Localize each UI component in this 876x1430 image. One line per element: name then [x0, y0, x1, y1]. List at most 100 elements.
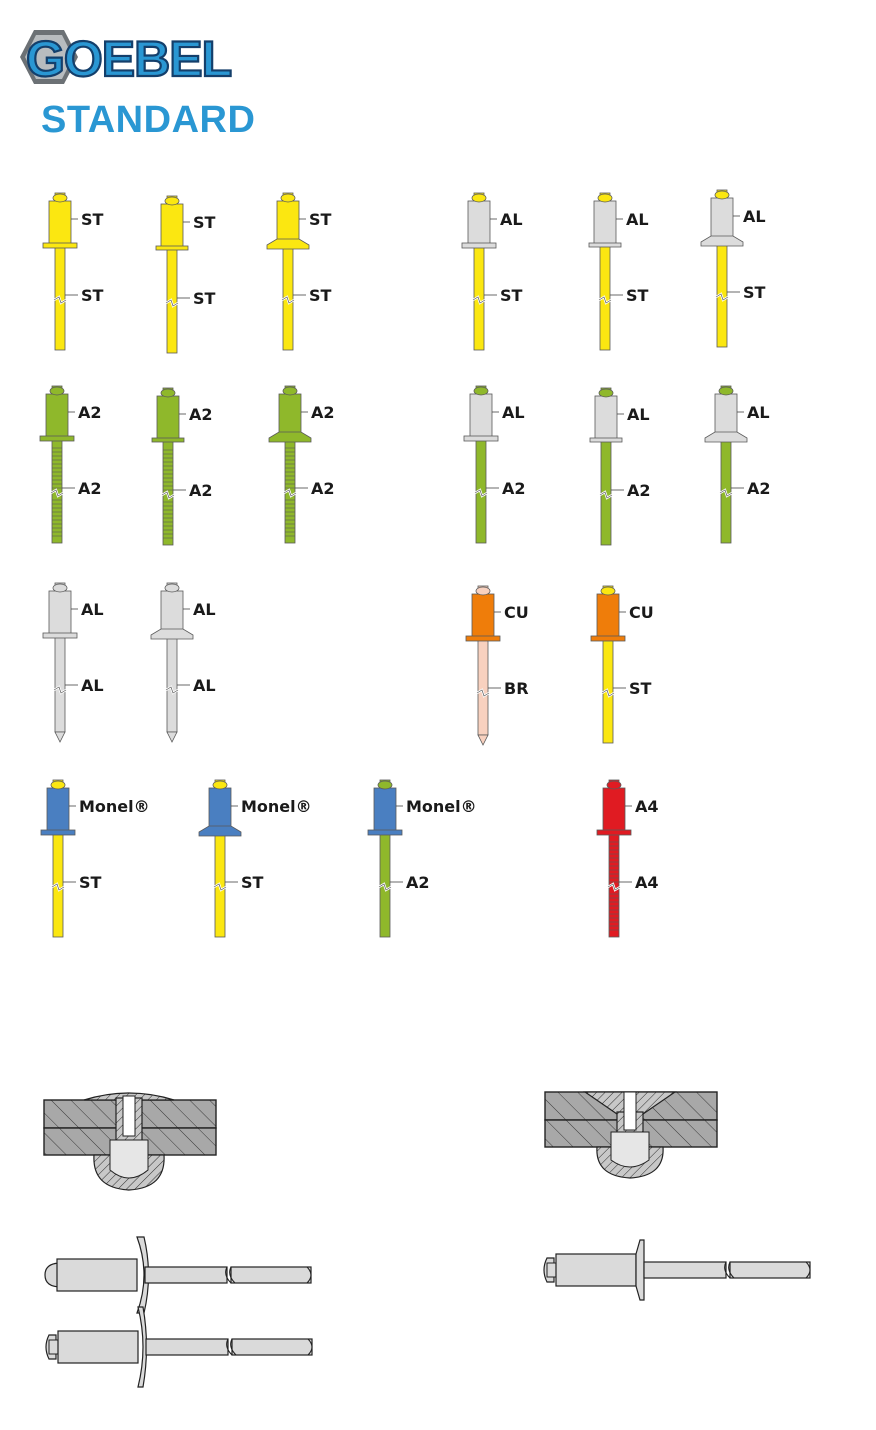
mandrel-head	[473, 386, 489, 396]
mandrel-head	[282, 386, 298, 396]
mandrel-head	[52, 583, 68, 593]
mandrel-material-label: ST	[309, 286, 332, 305]
rivet-monel-st-dome: Monel®ST	[40, 779, 150, 938]
rivet-body	[465, 593, 501, 642]
rivet-body	[588, 200, 622, 248]
mandrel-head	[280, 193, 296, 203]
mandrel-head	[164, 583, 180, 593]
goebel-logo: GOEBEL	[20, 30, 233, 88]
body-material-label: AL	[627, 405, 650, 424]
rivet-al-st-dome: AL ST	[461, 192, 523, 351]
side-drawing-large-flange	[44, 1236, 312, 1314]
mandrel-material-label: ST	[193, 289, 216, 308]
mandrel-head	[52, 193, 68, 203]
mandrel-material-label: ST	[500, 286, 523, 305]
mandrel-material-label: A2	[627, 481, 651, 500]
mandrel-material-label: A2	[78, 479, 102, 498]
rivet-body	[463, 393, 499, 442]
mandrel-material-label: A2	[502, 479, 526, 498]
technical-drawings	[43, 1091, 811, 1388]
mandrel-head	[714, 190, 730, 200]
rivet-al-a2-large: AL A2	[589, 387, 651, 546]
body-material-label: AL	[743, 207, 766, 226]
mandrel-head	[377, 780, 393, 790]
mandrel-material-label: ST	[743, 283, 766, 302]
body-material-label: AL	[626, 210, 649, 229]
body-material-label: AL	[81, 600, 104, 619]
mandrel-material-label: BR	[504, 679, 529, 698]
body-material-label: A2	[189, 405, 213, 424]
rivet-body	[155, 203, 189, 251]
rivet-body	[151, 395, 185, 443]
body-material-label: ST	[309, 210, 332, 229]
rivet-grid: STSTSTSTSTSTALSTALSTALSTA2A2A2A2A2A2ALA2…	[39, 189, 771, 938]
mandrel-material-label: ST	[241, 873, 264, 892]
mandrel-head	[718, 386, 734, 396]
rivet-monel-a2-dome: Monel® A2	[367, 779, 477, 938]
body-material-label: AL	[747, 403, 770, 422]
mandrel-material-label: ST	[79, 873, 102, 892]
rivet-al-st-csk: AL ST	[700, 189, 766, 348]
mandrel-head	[471, 193, 487, 203]
body-material-label: CU	[504, 603, 529, 622]
mandrel-material-label: ST	[626, 286, 649, 305]
mandrel-head	[475, 586, 491, 596]
body-material-label: Monel®	[241, 797, 312, 816]
body-material-label: ST	[81, 210, 104, 229]
rivet-body	[198, 787, 242, 837]
rivet-cu-br-dome: CU BR	[465, 585, 529, 746]
body-material-label: CU	[629, 603, 654, 622]
body-material-label: AL	[193, 600, 216, 619]
rivet-body	[150, 590, 194, 640]
side-drawing-countersunk	[543, 1239, 811, 1301]
rivet-body	[589, 395, 623, 443]
rivet-st-st-csk: ST ST	[266, 192, 332, 351]
rivet-body	[266, 200, 310, 250]
logo-wordmark: GOEBEL	[26, 31, 231, 87]
mandrel-head	[50, 780, 66, 790]
rivet-body	[461, 200, 497, 249]
rivet-body	[42, 200, 78, 249]
rivet-body	[590, 593, 626, 642]
rivet-body	[700, 197, 744, 247]
mandrel-head	[597, 193, 613, 203]
mandrel-head	[598, 388, 614, 398]
mandrel-material-label: A2	[747, 479, 771, 498]
body-material-label: ST	[193, 213, 216, 232]
mandrel-head	[600, 586, 616, 596]
body-material-label: Monel®	[406, 797, 477, 816]
body-material-label: A4	[635, 797, 659, 816]
rivet-al-st-large: AL ST	[588, 192, 649, 351]
mandrel-material-label: AL	[193, 676, 216, 695]
body-material-label: A2	[311, 403, 335, 422]
mandrel-material-label: ST	[629, 679, 652, 698]
page-subtitle: STANDARD	[41, 99, 256, 141]
mandrel-head	[606, 780, 622, 790]
logo-hexagon-icon	[20, 30, 78, 84]
rivet-body	[704, 393, 748, 443]
mandrel-material-label: A2	[311, 479, 335, 498]
rivet-monel-st-csk: Monel® ST	[198, 779, 312, 938]
body-material-label: AL	[500, 210, 523, 229]
rivet-body	[39, 393, 75, 442]
body-material-label: A2	[78, 403, 102, 422]
mandrel-material-label: A2	[189, 481, 213, 500]
rivet-body	[268, 393, 312, 443]
section-drawing-countersunk	[544, 1091, 718, 1179]
mandrel-head	[160, 388, 176, 398]
rivet-body	[42, 590, 78, 639]
mandrel-head	[49, 386, 65, 396]
rivet-al-al-csk: AL AL	[150, 582, 216, 743]
rivet-body	[40, 787, 76, 836]
rivet-al-a2-csk: AL A2	[704, 385, 771, 544]
rivet-body	[367, 787, 403, 836]
mandrel-material-label: A2	[406, 873, 430, 892]
rivet-st-st-large: ST ST	[155, 195, 216, 354]
